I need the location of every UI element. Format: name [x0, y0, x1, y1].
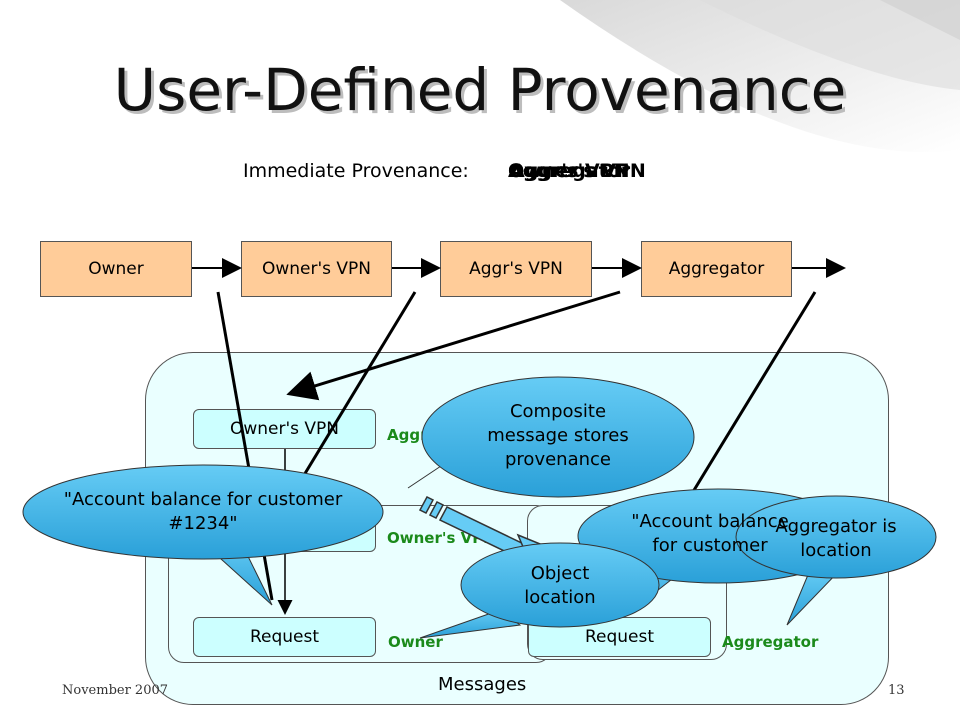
composite-callout	[421, 376, 695, 498]
provenance-value-owner: Owner	[508, 160, 578, 182]
tag-aggregator-top: Aggr	[387, 426, 428, 444]
page-title: User-Defined Provenance	[113, 56, 847, 124]
immediate-provenance-label: Immediate Provenance:	[243, 160, 469, 182]
chain-owner: Owner	[40, 241, 192, 297]
pointer-owners-vpn	[293, 291, 417, 491]
provenance-value-aggrs-vpn: Aggr's VPN	[510, 160, 630, 182]
aggregator-location-callout-text: Aggregator is location	[775, 516, 897, 561]
tag-aggregator: Aggregator	[722, 633, 819, 651]
account-left-callout-text: "Account balance for customer #1234"	[63, 489, 343, 534]
object-location-callout	[460, 542, 660, 628]
account-left-callout	[22, 464, 384, 560]
header-owners-vpn: Owner's VPN	[193, 409, 376, 449]
chain-owners-vpn: Owner's VPN	[241, 241, 392, 297]
header-request-left: Request	[193, 617, 376, 657]
chain-aggregator: Aggregator	[641, 241, 792, 297]
provenance-value-aggregator: Aggregator	[508, 160, 631, 182]
aggregator-location-callout	[735, 495, 937, 579]
chain-aggrs-vpn: Aggr's VPN	[440, 241, 592, 297]
footer-page-number: 13	[888, 683, 905, 698]
composite-callout-text: Composite message stores provenance	[487, 401, 629, 470]
pointer-aggregator	[686, 291, 817, 501]
pointer-aggrs-vpn	[286, 290, 621, 401]
tag-owner: Owner	[388, 633, 443, 651]
footer-date: November 2007	[62, 683, 169, 698]
provenance-value-owners-vpn: Owner's VPN	[508, 160, 646, 182]
object-location-callout-text: Object location	[524, 563, 596, 608]
account-right-callout-text: "Account balance for customer	[631, 511, 789, 556]
messages-label: Messages	[438, 674, 527, 695]
